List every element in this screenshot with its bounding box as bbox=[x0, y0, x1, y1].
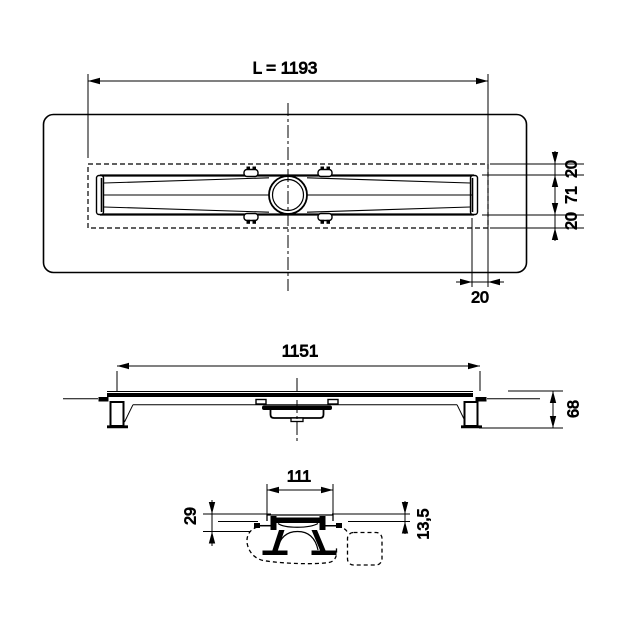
drain-outlet-inner-circle bbox=[271, 178, 305, 212]
dim-width-stack bbox=[482, 151, 584, 241]
channel-end-cap-left bbox=[95, 174, 105, 216]
dim-label-total-length: L = 1193 bbox=[253, 59, 318, 78]
dim-grate-width bbox=[266, 484, 334, 515]
dim-height bbox=[479, 390, 563, 429]
top-view-channel bbox=[95, 166, 479, 224]
side-view-flange-right bbox=[475, 397, 487, 402]
dim-total-length bbox=[87, 74, 489, 287]
dim-label-edge-end: 20 bbox=[471, 290, 489, 307]
section-channel bbox=[254, 514, 342, 555]
dim-label-edge-height: 13,5 bbox=[416, 508, 433, 539]
dim-label-grate-width: 111 bbox=[287, 469, 311, 486]
section-trap-dashed bbox=[246, 525, 383, 566]
dim-label-frame-depth: 29 bbox=[183, 507, 200, 525]
dim-frame-depth bbox=[208, 500, 216, 546]
section-reference-lines bbox=[203, 513, 410, 532]
dim-label-body-length: 1151 bbox=[282, 342, 319, 361]
side-view-grate-bar bbox=[107, 393, 473, 397]
arrowhead-right bbox=[476, 77, 488, 85]
top-view: L = 1193 20 71 20 20 bbox=[42, 58, 584, 307]
arrowhead-left bbox=[88, 77, 100, 85]
section-leg-right bbox=[311, 530, 326, 552]
dim-edge-height bbox=[401, 501, 409, 534]
dim-end-offset bbox=[456, 278, 504, 286]
section-view: 111 29 13,5 bbox=[182, 468, 433, 566]
mounting-clips bbox=[243, 166, 333, 224]
dim-label-height: 68 bbox=[566, 400, 583, 418]
side-view-flange-left bbox=[98, 397, 109, 402]
side-view-foot-left bbox=[109, 401, 125, 427]
drain-outlet-circle bbox=[268, 175, 308, 215]
dim-label-channel-width: 71 bbox=[564, 186, 581, 204]
dim-body-length bbox=[116, 362, 481, 391]
side-view: 1151 68 bbox=[63, 341, 583, 444]
top-view-outer-panel bbox=[42, 113, 528, 274]
section-grate-bar bbox=[275, 517, 321, 523]
dim-label-edge-top: 20 bbox=[564, 160, 581, 178]
dim-label-edge-bottom: 20 bbox=[564, 212, 581, 230]
side-view-channel bbox=[63, 378, 487, 444]
section-leg-left bbox=[272, 530, 285, 552]
side-view-foot-right bbox=[463, 401, 479, 427]
section-trap-arc bbox=[276, 530, 319, 551]
